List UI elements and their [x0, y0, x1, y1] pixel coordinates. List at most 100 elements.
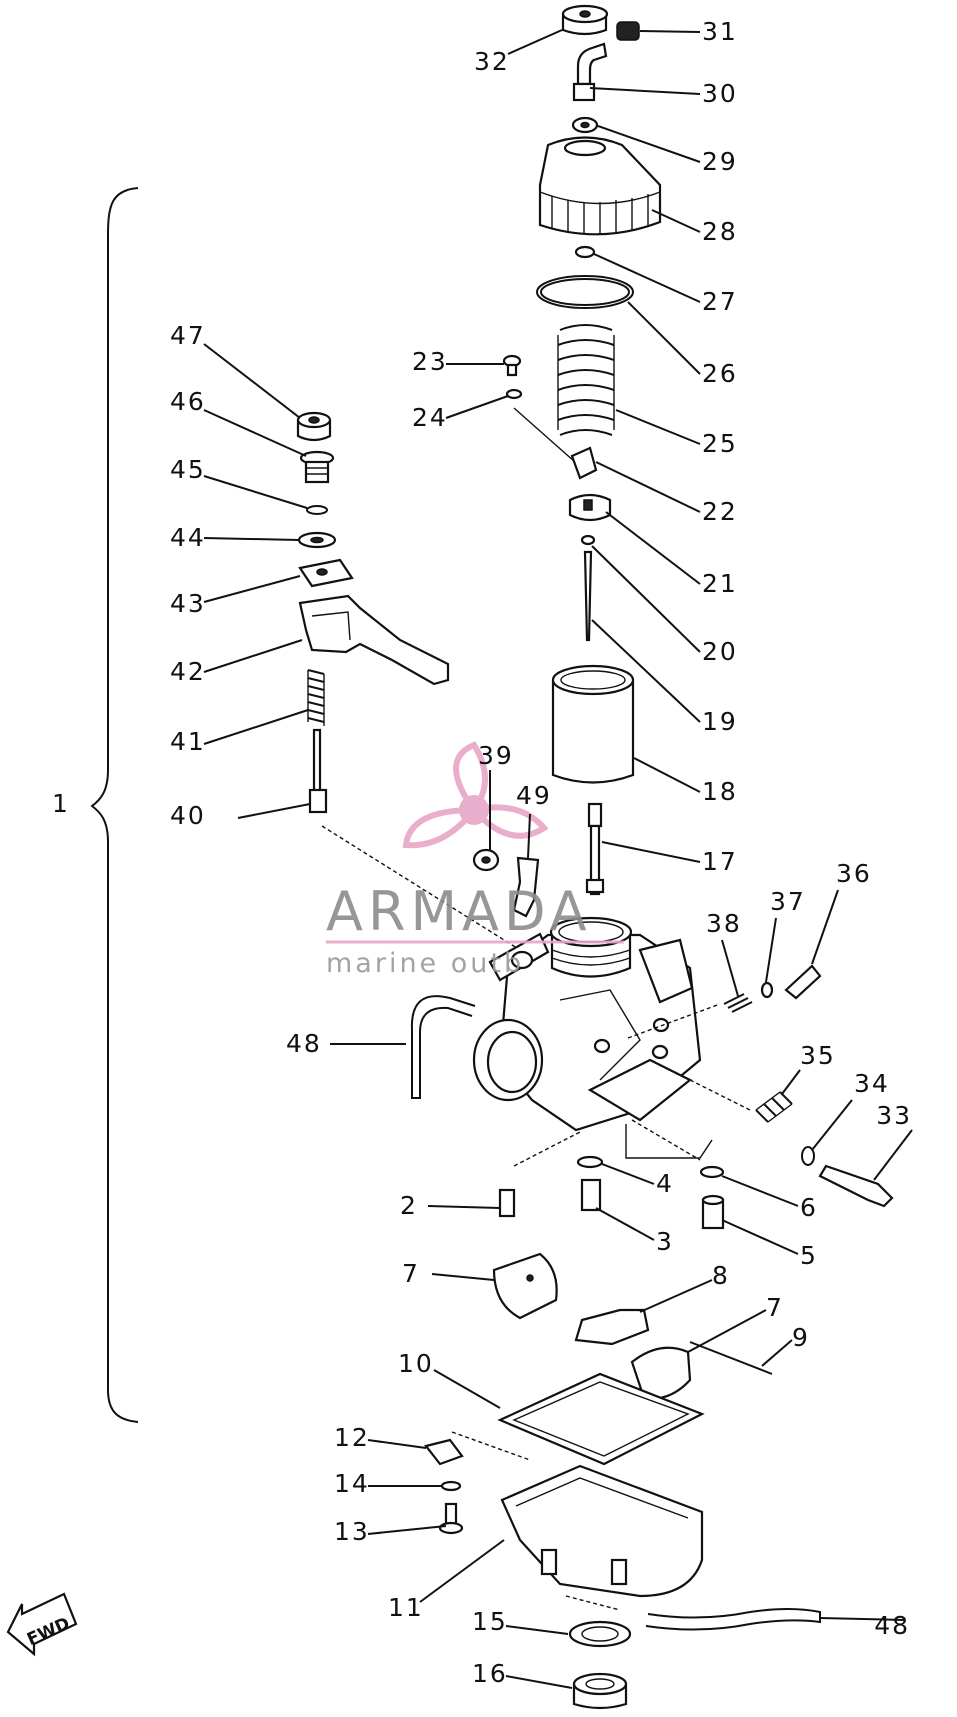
leader-line-12	[367, 1439, 427, 1449]
callout-10: 10	[398, 1349, 434, 1378]
callout-3: 3	[656, 1227, 674, 1256]
leader-line-29	[597, 125, 701, 163]
part-40-starter-plunger	[308, 728, 328, 814]
fwd-badge: FWD	[6, 1592, 78, 1657]
leader-line-20	[591, 545, 701, 653]
part-18-throttle-valve	[551, 664, 635, 784]
leader-line-16	[505, 1675, 573, 1689]
part-37-washer	[760, 981, 774, 999]
callout-48: 48	[874, 1611, 910, 1640]
part-34-o-ring	[801, 1146, 815, 1166]
leader-line-15	[505, 1625, 569, 1635]
callout-14: 14	[334, 1469, 370, 1498]
leader-line-38	[721, 939, 739, 997]
part-6-washer	[699, 1165, 725, 1179]
leader-line-30	[589, 87, 701, 95]
leader-line-17	[601, 841, 701, 863]
part-5-main-jet	[701, 1194, 725, 1230]
part-32-cap	[561, 4, 609, 36]
callout-42: 42	[170, 657, 206, 686]
callout-49: 49	[516, 781, 552, 810]
part-17-needle-jet	[585, 802, 605, 896]
callout-23: 23	[412, 347, 448, 376]
callout-47: 47	[170, 321, 206, 350]
callout-38: 38	[706, 909, 742, 938]
callout-46: 46	[170, 387, 206, 416]
leader-line-9	[761, 1339, 793, 1367]
part-49-bracket	[512, 856, 540, 918]
leader-line-27	[593, 253, 701, 303]
callout-39: 39	[478, 741, 514, 770]
callout-labels: 1234567789101112131415161718192021222324…	[52, 17, 912, 1688]
part-21-needle-holder	[568, 493, 612, 522]
part-25-spring	[557, 324, 615, 436]
part-4-washer	[576, 1155, 604, 1169]
callout-12: 12	[334, 1423, 370, 1452]
callout-33: 33	[876, 1101, 912, 1130]
leader-line-11	[419, 1539, 505, 1603]
leader-line-6	[721, 1175, 799, 1207]
callout-6: 6	[800, 1193, 818, 1222]
leader-lines	[203, 29, 913, 1689]
leader-line-42	[203, 639, 303, 673]
propeller-blade	[402, 806, 481, 849]
part-10-gasket	[497, 1372, 705, 1466]
callout-19: 19	[702, 707, 738, 736]
callout-35: 35	[800, 1041, 836, 1070]
callout-36: 36	[836, 859, 872, 888]
callout-44: 44	[170, 523, 206, 552]
callout-27: 27	[702, 287, 738, 316]
callout-32: 32	[474, 47, 510, 76]
part-48-drain-hose	[645, 1608, 821, 1631]
leader-line-7	[431, 1273, 495, 1281]
callout-9: 9	[792, 1323, 810, 1352]
watermark: ARMADA marine outb	[326, 741, 624, 979]
leader-line-35	[781, 1069, 801, 1095]
part-41-spring	[307, 669, 325, 726]
callout-21: 21	[702, 569, 738, 598]
leader-line-47	[203, 343, 301, 419]
leader-line-10	[433, 1369, 501, 1409]
part-38-spring	[723, 993, 753, 1013]
part-44-washer	[297, 531, 337, 549]
callout-48: 48	[286, 1029, 322, 1058]
part-8-float-arm	[574, 1308, 650, 1346]
part-36-pilot-screw	[784, 964, 822, 1000]
callout-7: 7	[766, 1293, 784, 1322]
leader-line-19	[591, 619, 701, 723]
part-46-plunger-nut	[299, 450, 335, 484]
callout-26: 26	[702, 359, 738, 388]
callout-41: 41	[170, 727, 206, 756]
callout-7: 7	[402, 1259, 420, 1288]
leader-line-33	[873, 1129, 913, 1181]
part-28-mixing-chamber-top	[538, 136, 662, 236]
part-12-clamp	[424, 1438, 464, 1466]
part-3-needle-jet-holder	[580, 1178, 602, 1212]
part-24-washer	[505, 388, 523, 400]
leader-line-49	[527, 813, 531, 859]
leader-line-32	[507, 29, 563, 55]
callout-34: 34	[854, 1069, 890, 1098]
part-35-spring	[755, 1091, 793, 1123]
callout-18: 18	[702, 777, 738, 806]
callout-5: 5	[800, 1241, 818, 1270]
part-9-float-pin	[689, 1341, 773, 1375]
leader-line-3	[595, 1207, 655, 1241]
callout-25: 25	[702, 429, 738, 458]
part-7-float-left	[492, 1252, 558, 1320]
callout-45: 45	[170, 455, 206, 484]
leader-line-18	[633, 757, 701, 793]
part-15-gasket	[568, 1620, 632, 1648]
leader-line-34	[811, 1099, 853, 1151]
leader-line-24	[445, 395, 509, 419]
part-39-plug	[472, 848, 500, 872]
part-30-elbow-fitting	[572, 42, 608, 102]
callout-16: 16	[472, 1659, 508, 1688]
propeller-blade	[468, 804, 549, 839]
part-2-pilot-jet	[498, 1188, 516, 1218]
watermark-brand: ARMADA	[326, 880, 592, 943]
callout-20: 20	[702, 637, 738, 666]
callout-24: 24	[412, 403, 448, 432]
